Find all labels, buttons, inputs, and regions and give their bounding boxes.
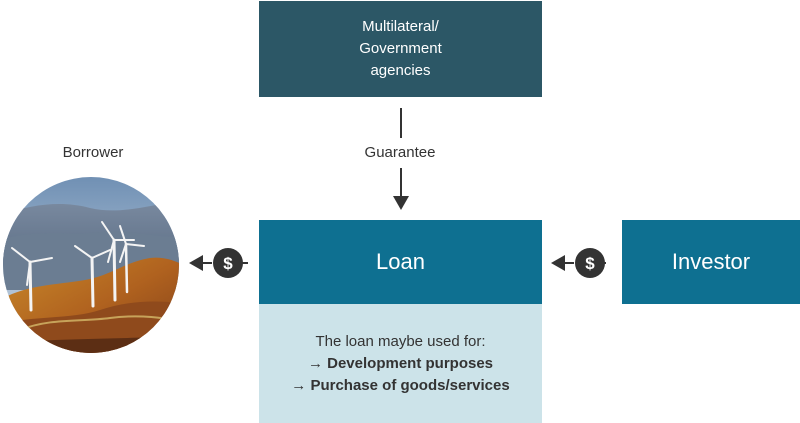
- borrower-label: Borrower: [62, 144, 124, 161]
- agency-box: Multilateral/ Government agencies: [259, 1, 542, 97]
- dollar-coin-icon: $: [213, 248, 243, 278]
- agency-line-2: Government: [359, 40, 442, 57]
- agency-line-1: Multilateral/: [362, 18, 439, 35]
- loan-uses-intro: The loan maybe used for:: [315, 332, 486, 350]
- investor-label: Investor: [671, 249, 751, 274]
- loan-label: Loan: [376, 249, 425, 274]
- dollar-symbol-investor: $: [585, 254, 595, 273]
- dollar-symbol-borrower: $: [223, 254, 233, 273]
- wind-turbines-photo: [3, 177, 179, 353]
- guarantee-label: Guarantee: [364, 144, 436, 161]
- investor-box: Investor: [622, 220, 800, 304]
- loan-use-item-development: → Development purposes: [307, 354, 494, 372]
- loan-uses-box: The loan maybe used for: → Development p…: [259, 304, 542, 423]
- loan-box: Loan: [259, 220, 542, 304]
- loan-use-item-purchase: → Purchase of goods/services: [291, 376, 510, 394]
- borrower-arrowhead: [189, 255, 203, 271]
- guarantee-arrowhead: [393, 196, 409, 210]
- agency-line-3: agencies: [370, 62, 431, 79]
- investor-arrowhead: [551, 255, 565, 271]
- dollar-coin-icon: $: [575, 248, 605, 278]
